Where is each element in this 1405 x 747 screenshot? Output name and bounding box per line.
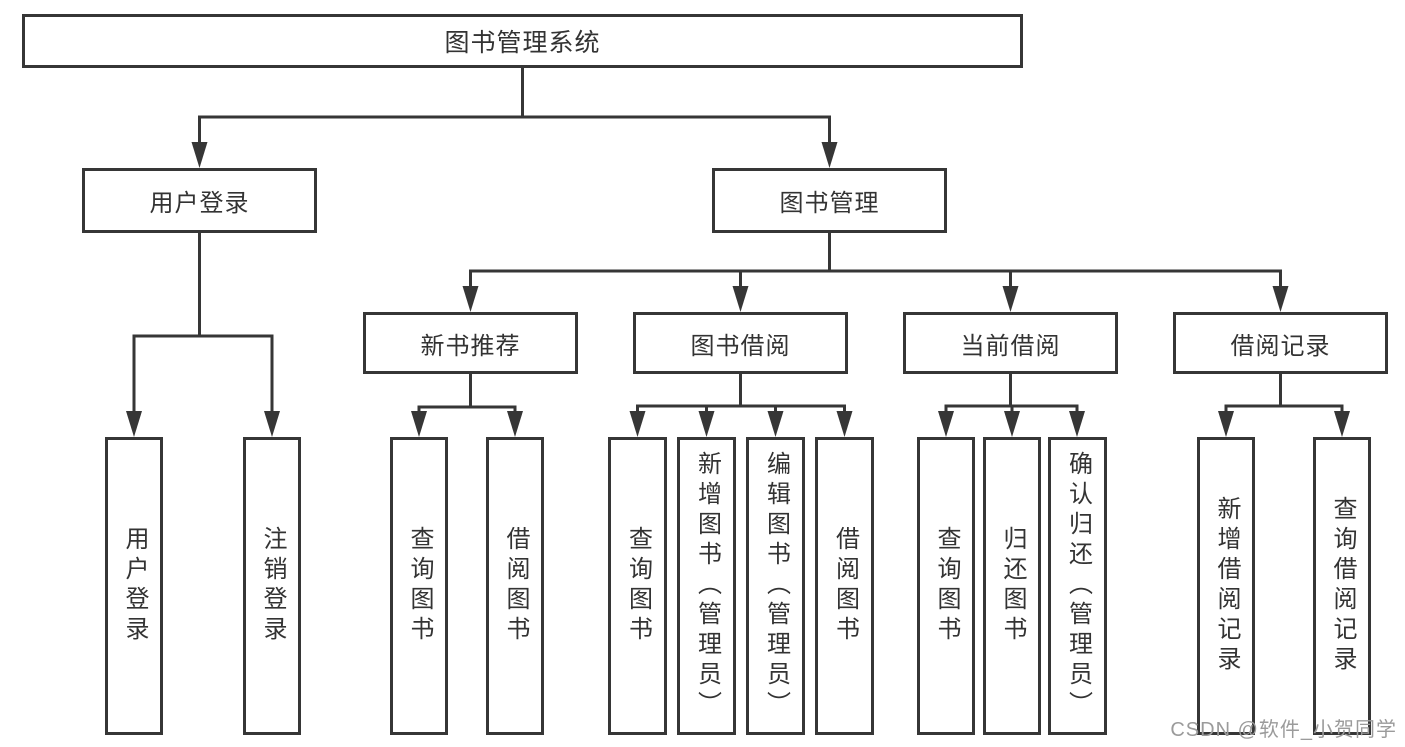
node-label: 新增图书（管理员） xyxy=(693,451,721,721)
node-label: 图书借阅 xyxy=(690,332,791,360)
leaf-user-login: 用户登录 xyxy=(105,437,163,735)
node-label: 编辑图书（管理员） xyxy=(762,451,790,721)
node-label: 查询借阅记录 xyxy=(1329,496,1356,676)
node-label: 查询图书 xyxy=(933,526,960,646)
node-label: 注销登录 xyxy=(259,526,286,646)
node-book-borrow: 图书借阅 xyxy=(633,312,848,374)
node-root-system: 图书管理系统 xyxy=(22,14,1023,68)
csdn-watermark: CSDN @软件_小贺同学 xyxy=(1170,719,1397,741)
node-label: 用户登录 xyxy=(149,190,250,217)
leaf-query-books-recommend: 查询图书 xyxy=(390,437,448,735)
node-label: 当前借阅 xyxy=(960,332,1061,360)
leaf-borrow-books-recommend: 借阅图书 xyxy=(486,437,544,735)
node-new-book-recommend: 新书推荐 xyxy=(363,312,578,374)
connector-book-management xyxy=(469,233,1282,288)
connector-current-borrow xyxy=(944,374,1079,414)
connector-root xyxy=(198,68,831,144)
node-label: 用户登录 xyxy=(121,526,148,646)
leaf-query-borrow-record: 查询借阅记录 xyxy=(1313,437,1371,735)
node-label: 新书推荐 xyxy=(420,332,521,360)
node-label: 查询图书 xyxy=(624,526,652,646)
leaf-add-borrow-record: 新增借阅记录 xyxy=(1197,437,1255,735)
node-label: 归还图书 xyxy=(999,526,1026,646)
leaf-logout: 注销登录 xyxy=(243,437,301,735)
leaf-add-books-admin: 新增图书（管理员） xyxy=(677,437,736,735)
leaf-return-books: 归还图书 xyxy=(983,437,1041,735)
leaf-query-books: 查询图书 xyxy=(608,437,667,735)
node-current-borrow: 当前借阅 xyxy=(903,312,1118,374)
connector-new-book-recommend xyxy=(417,374,517,414)
node-label: 借阅图书 xyxy=(831,526,859,646)
arrowheads xyxy=(126,142,1350,437)
leaf-borrow-books: 借阅图书 xyxy=(815,437,874,735)
node-label: 图书管理系统 xyxy=(444,29,601,57)
node-label: 借阅记录 xyxy=(1230,332,1331,360)
node-borrow-records: 借阅记录 xyxy=(1173,312,1388,374)
node-book-management: 图书管理 xyxy=(712,168,947,233)
node-label: 确认归还（管理员） xyxy=(1064,451,1092,721)
connector-borrow-records xyxy=(1224,374,1344,414)
node-label: 借阅图书 xyxy=(502,526,529,646)
connector-book-borrow xyxy=(636,374,846,414)
leaf-confirm-return-admin: 确认归还（管理员） xyxy=(1048,437,1107,735)
node-label: 图书管理 xyxy=(779,190,880,217)
leaf-edit-books-admin: 编辑图书（管理员） xyxy=(746,437,805,735)
node-label: 查询图书 xyxy=(406,526,433,646)
leaf-query-books-current: 查询图书 xyxy=(917,437,975,735)
node-user-login: 用户登录 xyxy=(82,168,317,233)
node-label: 新增借阅记录 xyxy=(1213,496,1240,676)
connector-user-login xyxy=(132,233,274,413)
